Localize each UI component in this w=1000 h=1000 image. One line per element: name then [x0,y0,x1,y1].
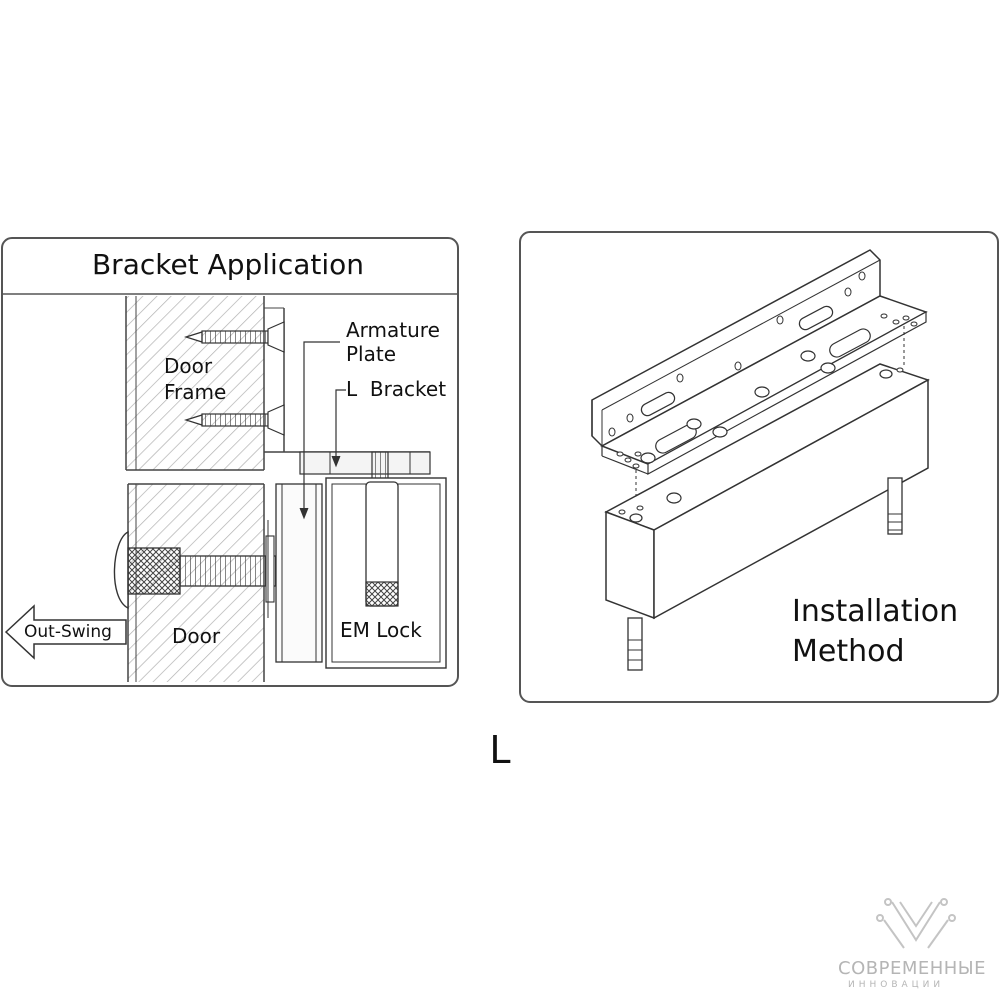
door-frame-label-line1: Door [164,354,213,378]
standoff-post-left [627,617,643,671]
right-panel-drawing [519,231,999,703]
armature-plate-label: Armature Plate [346,318,440,366]
out-swing-arrow [4,604,127,660]
bracket-horizontal-flange [600,295,928,512]
bracket-application-title: Bracket Application [91,248,365,281]
standoff-post-right [887,477,903,535]
frame-screw-top [183,321,285,353]
door-label: Door [172,624,221,648]
armature-plate-label-line1: Armature [346,318,440,342]
em-lock-box [604,363,930,620]
watermark-brand: СОВРЕМЕННЫЕ [838,958,987,979]
em-lock-label: EM Lock [340,618,422,642]
em-lock-body [325,477,447,669]
armature-plate-label-line2: Plate [346,342,397,366]
leader-lines [299,341,346,520]
door-frame-label-line2: Frame [164,380,227,404]
circuit-logo-icon [876,898,956,949]
l-bracket-label: L Bracket [346,377,447,401]
door-frame-label: Door Frame [164,353,226,405]
caption-letter: L [489,728,511,772]
out-swing-label: Out-Swing [24,622,112,642]
armature-plate [275,483,323,663]
installation-method-label: Installation Method [792,592,958,672]
installation-method-label-line2: Method [792,634,905,669]
installation-method-label-line1: Installation [792,594,959,629]
frame-screw-bottom [183,404,285,436]
watermark-sub: ИННОВАЦИИ [848,980,945,990]
left-panel-drawing [1,237,459,687]
